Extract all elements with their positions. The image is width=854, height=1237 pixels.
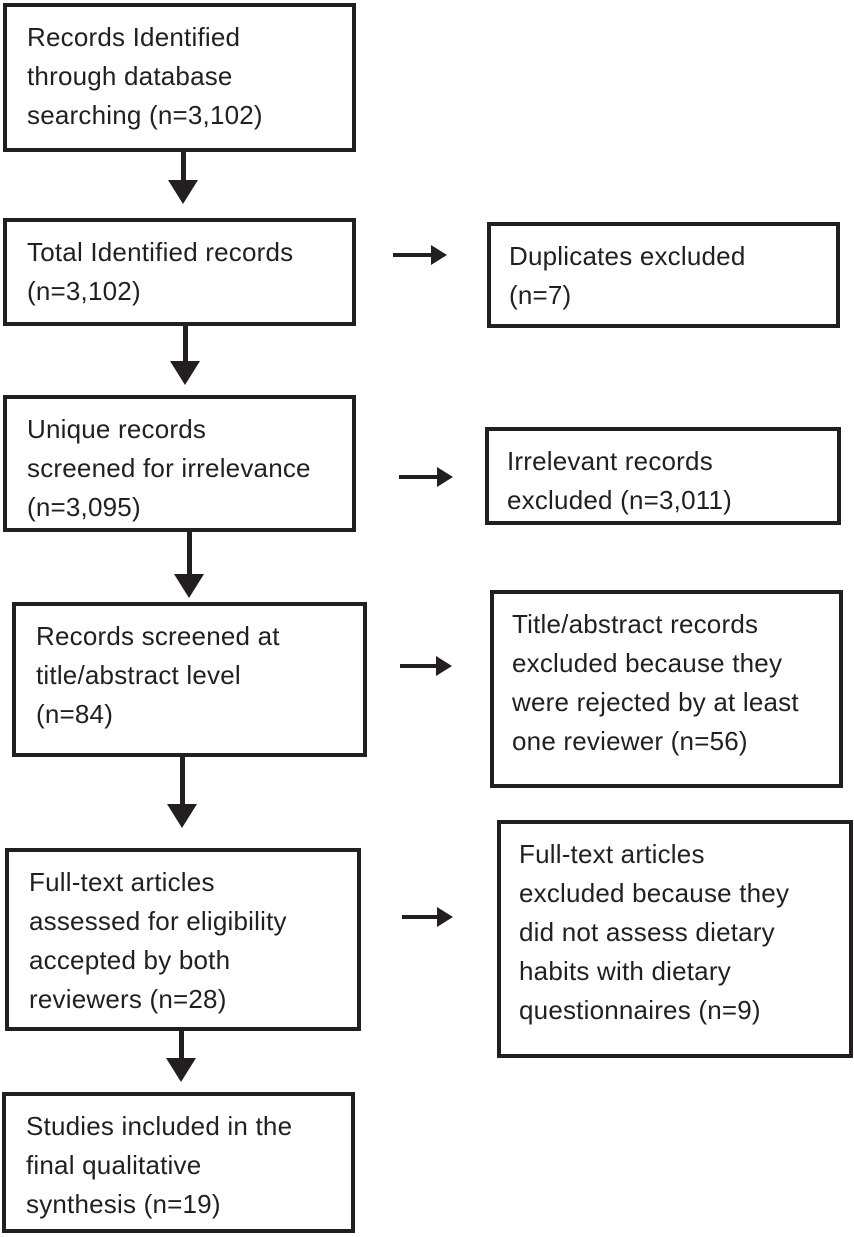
arrow-down-icon-2 <box>170 326 200 385</box>
flow-box-title-abstract-screened: Records screened at title/abstract level… <box>12 602 367 757</box>
arrow-head <box>170 361 200 385</box>
arrow-head <box>436 656 452 676</box>
arrow-shaft <box>400 664 438 668</box>
flow-box-unique-records: Unique records screened for irrelevance … <box>3 395 356 532</box>
arrow-shaft <box>399 475 439 479</box>
flow-box-fulltext-excluded: Full-text articles excluded because they… <box>497 820 853 1058</box>
flow-box-studies-included: Studies included in the final qualitativ… <box>2 1092 355 1233</box>
arrow-head <box>174 574 204 598</box>
arrow-right-icon-3 <box>400 655 452 677</box>
arrow-head <box>167 804 197 828</box>
arrow-head <box>437 907 453 927</box>
arrow-down-icon-1 <box>168 151 198 204</box>
flow-box-text: Records Identified through database sear… <box>27 22 263 130</box>
flow-box-records-identified: Records Identified through database sear… <box>3 3 356 152</box>
flow-box-text: Full-text articles assessed for eligibil… <box>29 867 287 1014</box>
arrow-right-icon-1 <box>393 244 447 266</box>
arrow-shaft <box>178 1031 184 1060</box>
flow-box-text: Duplicates excluded (n=7) <box>509 241 746 310</box>
arrow-shaft <box>180 151 186 182</box>
arrow-shaft <box>393 253 433 257</box>
arrow-shaft <box>402 915 439 919</box>
flow-box-title-abstract-excluded: Title/abstract records excluded because … <box>490 590 843 788</box>
flow-box-text: Total Identified records (n=3,102) <box>27 237 294 306</box>
flow-box-duplicates-excluded: Duplicates excluded (n=7) <box>487 222 840 328</box>
flow-box-text: Full-text articles excluded because they… <box>519 839 790 1025</box>
arrow-shaft <box>186 532 192 576</box>
arrow-head <box>437 467 453 487</box>
arrow-head <box>166 1058 196 1082</box>
flow-box-irrelevant-excluded: Irrelevant records excluded (n=3,011) <box>485 427 841 525</box>
arrow-shaft <box>182 326 188 363</box>
flow-box-text: Irrelevant records excluded (n=3,011) <box>507 446 732 515</box>
arrow-down-icon-4 <box>167 757 197 828</box>
flow-box-total-records: Total Identified records (n=3,102) <box>3 218 356 326</box>
flow-box-text: Title/abstract records excluded because … <box>512 609 799 756</box>
flow-box-text: Unique records screened for irrelevance … <box>27 414 311 522</box>
flow-box-fulltext-assessed: Full-text articles assessed for eligibil… <box>5 848 361 1031</box>
arrow-right-icon-2 <box>399 466 453 488</box>
arrow-shaft <box>179 757 185 806</box>
arrow-down-icon-5 <box>166 1031 196 1082</box>
arrow-right-icon-4 <box>402 906 453 928</box>
arrow-down-icon-3 <box>174 532 204 598</box>
arrow-head <box>168 180 198 204</box>
flow-box-text: Studies included in the final qualitativ… <box>26 1111 293 1219</box>
flow-box-text: Records screened at title/abstract level… <box>36 621 280 729</box>
arrow-head <box>431 245 447 265</box>
